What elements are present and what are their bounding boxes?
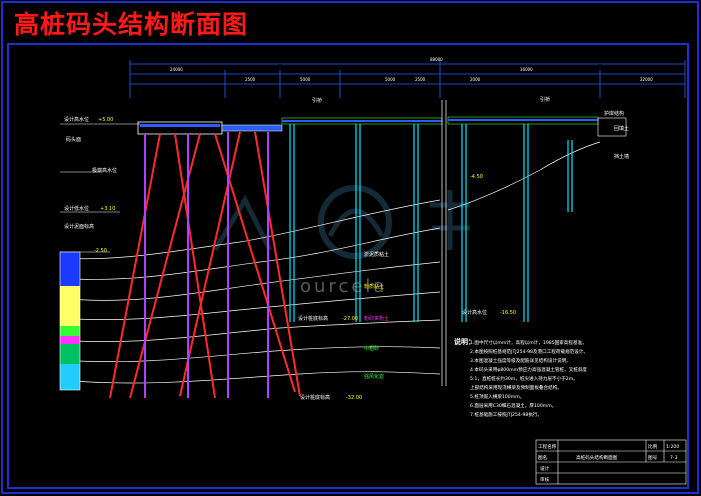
svg-text:+3.10: +3.10 — [100, 206, 115, 212]
notes-block: 说明： 1.图中尺寸以mm计，高程以m计，1985国家高程基准。 2.本图按照桩… — [454, 337, 588, 418]
svg-text:4.本码头采用φ800mm预应力高强混凝土管桩，叉桩斜度: 4.本码头采用φ800mm预应力高强混凝土管桩，叉桩斜度 — [470, 366, 587, 373]
svg-text:22000: 22000 — [640, 77, 653, 82]
svg-text:设计泥面标高: 设计泥面标高 — [64, 223, 94, 230]
svg-text:2.本图按照桩基规范JTJ254-98及港口工程荷载规范设计: 2.本图按照桩基规范JTJ254-98及港口工程荷载规范设计。 — [470, 348, 588, 355]
svg-text:设计桩底标高: 设计桩底标高 — [300, 394, 330, 401]
svg-text:2500: 2500 — [245, 77, 256, 82]
soil-legend: 淤泥质粘土 粉质粘土 粉砂夹粉土 中粗砂 强风化岩 — [364, 251, 389, 380]
svg-text:强风化岩: 强风化岩 — [364, 373, 384, 380]
purple-piles — [144, 132, 269, 398]
svg-text:粉砂夹粉土: 粉砂夹粉土 — [364, 315, 389, 322]
svg-text:1.图中尺寸以mm计，高程以m计，1985国家高程基准。: 1.图中尺寸以mm计，高程以m计，1985国家高程基准。 — [470, 339, 587, 346]
logo-watermark-icon: ourcela — [212, 185, 470, 297]
svg-text:6.面层采用C30细石混凝土，厚100mm。: 6.面层采用C30细石混凝土，厚100mm。 — [470, 402, 556, 409]
watermark-text: ourcela — [300, 276, 387, 297]
svg-text:回填土: 回填土 — [614, 125, 629, 132]
svg-text:比例: 比例 — [648, 443, 658, 450]
borehole-column — [59, 251, 81, 391]
svg-text:24000: 24000 — [170, 67, 183, 72]
svg-text:极端高水位: 极端高水位 — [92, 167, 117, 174]
svg-text:说明：: 说明： — [454, 337, 475, 346]
svg-text:护岸结构: 护岸结构 — [604, 110, 624, 117]
svg-text:16000: 16000 — [520, 67, 533, 72]
svg-text:高桩码头结构断面图: 高桩码头结构断面图 — [576, 454, 618, 461]
svg-text:中粗砂: 中粗砂 — [364, 345, 379, 352]
annotation-labels: 设计高水位 +5.00 码头面 极端高水位 设计低水位 +3.10 设计泥面标高… — [64, 96, 629, 401]
svg-text:淤泥质粘土: 淤泥质粘土 — [364, 251, 389, 258]
dimension-lines — [129, 60, 686, 98]
title-block-text: 工程名称 比例 1:200 图名 高桩码头结构断面图 图号 7-3 设计 审核 — [538, 443, 679, 483]
svg-text:7-3: 7-3 — [670, 455, 678, 461]
svg-text:审核: 审核 — [540, 476, 550, 483]
svg-text:图名: 图名 — [538, 454, 547, 461]
svg-text:设计: 设计 — [540, 465, 550, 472]
svg-text:-32.00: -32.00 — [346, 395, 362, 401]
svg-text:7.桩基础施工按照JTJ254-98执行。: 7.桩基础施工按照JTJ254-98执行。 — [470, 411, 542, 418]
svg-text:5000: 5000 — [300, 77, 311, 82]
drawing-title: 高桩码头结构断面图 — [14, 10, 249, 39]
svg-text:-27.00: -27.00 — [342, 316, 358, 322]
svg-text:2500: 2500 — [415, 77, 426, 82]
inner-frame — [7, 43, 689, 489]
svg-text:88000: 88000 — [430, 57, 443, 62]
cyan-piles — [289, 124, 573, 322]
svg-text:码头面: 码头面 — [66, 136, 81, 143]
svg-text:设计高水位: 设计高水位 — [64, 116, 89, 123]
water-levels — [60, 123, 140, 253]
svg-text:引桥: 引桥 — [312, 97, 322, 104]
svg-text:-2.50: -2.50 — [94, 248, 107, 254]
svg-text:2000: 2000 — [470, 77, 481, 82]
svg-text:设计桩底标高: 设计桩底标高 — [298, 315, 328, 322]
svg-text:5:1，直桩桩长约30m，桩尖进入持力层不小于2m。: 5:1，直桩桩长约30m，桩尖进入持力层不小于2m。 — [470, 375, 578, 382]
svg-text:+5.00: +5.00 — [98, 117, 113, 123]
wharf-deck — [137, 116, 627, 137]
svg-text:引桥: 引桥 — [540, 96, 550, 103]
svg-text:图号: 图号 — [648, 455, 658, 461]
svg-text:设计低水位: 设计低水位 — [64, 205, 89, 212]
svg-text:3.本图混凝土强度等级及配筋详见结构设计说明。: 3.本图混凝土强度等级及配筋详见结构设计说明。 — [470, 357, 571, 364]
raked-piles — [109, 131, 301, 399]
svg-text:粉质粘土: 粉质粘土 — [364, 283, 384, 290]
svg-text:-4.50: -4.50 — [470, 174, 483, 180]
svg-text:上部结构采用现浇横梁及预制面板叠合结构。: 上部结构采用现浇横梁及预制面板叠合结构。 — [470, 384, 562, 391]
svg-text:-16.50: -16.50 — [500, 310, 516, 316]
title-block — [535, 439, 687, 485]
svg-text:5000: 5000 — [385, 77, 396, 82]
svg-text:工程名称: 工程名称 — [538, 443, 557, 450]
svg-text:5.桩顶嵌入横梁100mm。: 5.桩顶嵌入横梁100mm。 — [470, 393, 524, 400]
svg-text:设计高水位: 设计高水位 — [462, 309, 487, 316]
svg-text:挡土墙: 挡土墙 — [614, 153, 629, 160]
soil-layer-lines — [59, 141, 601, 384]
svg-text:1:200: 1:200 — [666, 444, 679, 450]
dimension-texts: 24000 2500 5000 5000 2500 2000 16000 220… — [170, 57, 653, 82]
